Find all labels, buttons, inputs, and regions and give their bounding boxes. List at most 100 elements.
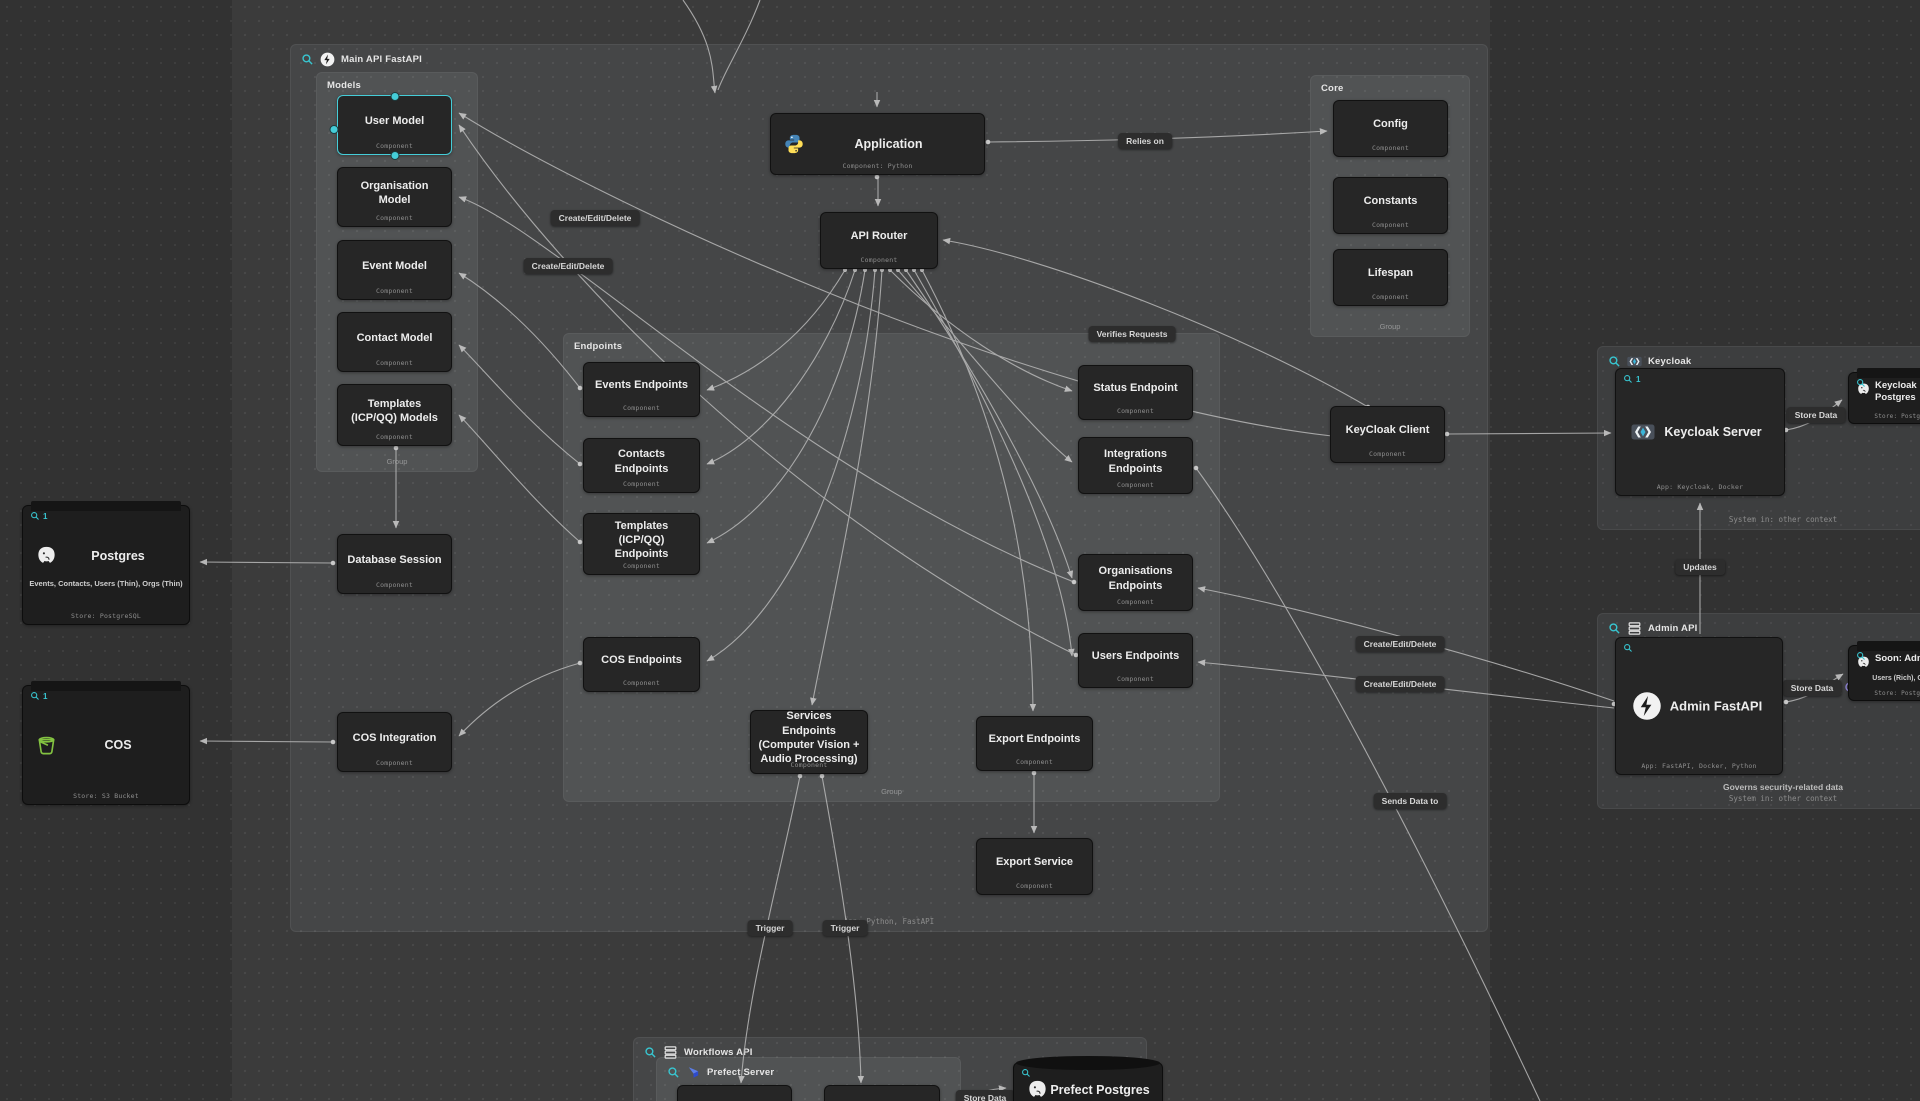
fastapi-icon [320, 52, 335, 67]
zoom-indicator[interactable] [1021, 1068, 1031, 1078]
node-caption: Component [375, 214, 414, 222]
selection-handle[interactable] [390, 151, 399, 160]
node-title: Application [854, 137, 923, 151]
node-prefect-postgres[interactable]: Prefect Postgres [1013, 1056, 1163, 1101]
node-caption: App: Keycloak, Docker [1656, 483, 1744, 491]
node-title: API Router [850, 230, 908, 243]
keycloak-icon [1631, 420, 1655, 444]
zoom-indicator[interactable]: 1 [1623, 374, 1640, 384]
edge-label-sends-data-to[interactable]: Sends Data to [1373, 793, 1447, 809]
node-description: Events, Contacts, Users (Thin), Orgs (Th… [29, 579, 183, 589]
group-header-admin-api[interactable]: Admin API [1608, 621, 1697, 636]
node-caption: Component [1116, 481, 1155, 489]
edge-label-create-edit-delete-4[interactable]: Create/Edit/Delete [1355, 676, 1445, 692]
node-title: Contact Model [356, 331, 433, 344]
postgres-icon [1856, 382, 1871, 397]
zoom-indicator[interactable]: 1 [30, 691, 47, 701]
node-title: COS [104, 738, 132, 752]
group-header-main-api[interactable]: Main API FastAPI [301, 52, 422, 67]
node-caption: Component [622, 404, 661, 412]
zoom-indicator[interactable] [1856, 651, 1866, 661]
node-caption: Store: PostgreSQL [71, 612, 141, 620]
group-header-endpoints[interactable]: Endpoints [574, 341, 622, 352]
node-title: KeyCloak Client [1345, 424, 1430, 437]
edge-label-updates[interactable]: Updates [1675, 559, 1725, 575]
magnifier-icon [1856, 651, 1866, 661]
node-title: Prefect Postgres [1050, 1082, 1150, 1097]
group-label-core: Core [1321, 83, 1344, 94]
magnifier-icon [1608, 622, 1621, 635]
group-label-workflows-api: Workflows API [684, 1047, 753, 1058]
node-prefect-node-1[interactable] [677, 1085, 792, 1101]
group-caption: Group [386, 457, 408, 466]
fastapi-icon [1632, 691, 1662, 721]
node-title: Services Endpoints (Computer Vision + Au… [758, 710, 860, 766]
group-header-prefect-server[interactable]: Prefect Server [667, 1065, 774, 1080]
node-services-endpoints[interactable]: Services Endpoints (Computer Vision + Au… [750, 710, 868, 774]
edge-label-store-data-admin[interactable]: Store Data [1782, 680, 1842, 696]
edge-label-verifies-requests[interactable]: Verifies Requests [1088, 326, 1176, 342]
node-title: Export Endpoints [988, 733, 1081, 746]
python-icon [783, 133, 805, 155]
node-title: Config [1373, 118, 1408, 131]
group-header-keycloak[interactable]: Keycloak [1608, 354, 1691, 369]
node-caption: Component [790, 761, 828, 769]
edge-label-store-data-keycloak[interactable]: Store Data [1786, 407, 1846, 423]
node-title: COS Integration [352, 731, 437, 744]
bucket-icon [35, 734, 58, 757]
edge-label-trigger-1[interactable]: Trigger [747, 920, 793, 936]
node-title: Export Service [995, 856, 1074, 869]
edge-label-create-edit-delete-3[interactable]: Create/Edit/Delete [1355, 636, 1445, 652]
node-title: Keycloak Server [1664, 425, 1762, 439]
postgres-icon [1026, 1078, 1049, 1101]
edge-label-create-edit-delete-2[interactable]: Create/Edit/Delete [523, 258, 613, 274]
group-header-core[interactable]: Core [1321, 83, 1343, 94]
node-caption: Component [375, 359, 414, 367]
selection-handle[interactable] [329, 125, 339, 134]
edge-label-create-edit-delete-1[interactable]: Create/Edit/Delete [550, 210, 640, 226]
zoom-indicator[interactable]: 1 [30, 511, 47, 521]
group-header-models[interactable]: Models [327, 80, 361, 91]
edge-label-trigger-2[interactable]: Trigger [822, 920, 868, 936]
node-soon-admin[interactable]: Soon: AdminUsers (Rich), OrgsStore: Post… [1848, 641, 1920, 701]
node-title: Templates (ICP/QQ) Endpoints [614, 519, 669, 561]
group-header-workflows-api[interactable]: Workflows API [644, 1045, 753, 1060]
selection-handle[interactable] [390, 92, 399, 101]
zoom-indicator[interactable] [1856, 378, 1866, 388]
edge-label-relies-on[interactable]: Relies on [1118, 133, 1172, 149]
zoom-indicator[interactable] [1623, 643, 1633, 653]
node-prefect-node-2[interactable] [824, 1085, 940, 1101]
edge-label-store-data-prefect[interactable]: Store Data [955, 1090, 1015, 1101]
node-caption: Component [375, 759, 414, 767]
